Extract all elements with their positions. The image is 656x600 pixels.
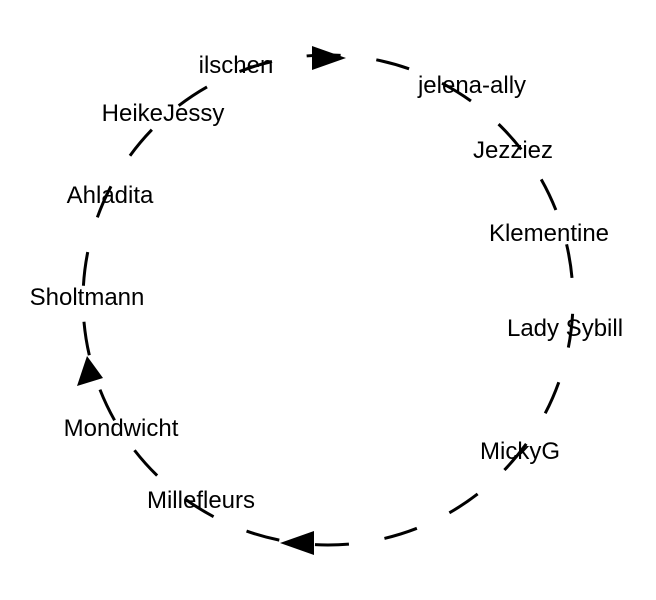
node-mondwicht: Mondwicht <box>64 415 179 442</box>
cycle-edge <box>81 53 575 547</box>
node-heikejessy: HeikeJessy <box>102 100 225 127</box>
node-millefleurs: Millefleurs <box>147 487 255 514</box>
node-mickyg: MickyG <box>480 438 560 465</box>
node-sholtmann: Sholtmann <box>30 284 145 311</box>
node-jezziez: Jezziez <box>473 137 553 164</box>
node-ahladita: Ahladita <box>67 182 154 209</box>
node-ilschen: ilschen <box>199 52 274 79</box>
arrow-head-top <box>312 46 346 70</box>
node-klementine: Klementine <box>489 220 609 247</box>
arrow-head-bottom <box>280 531 314 555</box>
node-lady-sybill: Lady Sybill <box>507 315 623 342</box>
arrow-head-left <box>77 356 103 386</box>
node-jelena-ally: jelena-ally <box>417 72 526 99</box>
